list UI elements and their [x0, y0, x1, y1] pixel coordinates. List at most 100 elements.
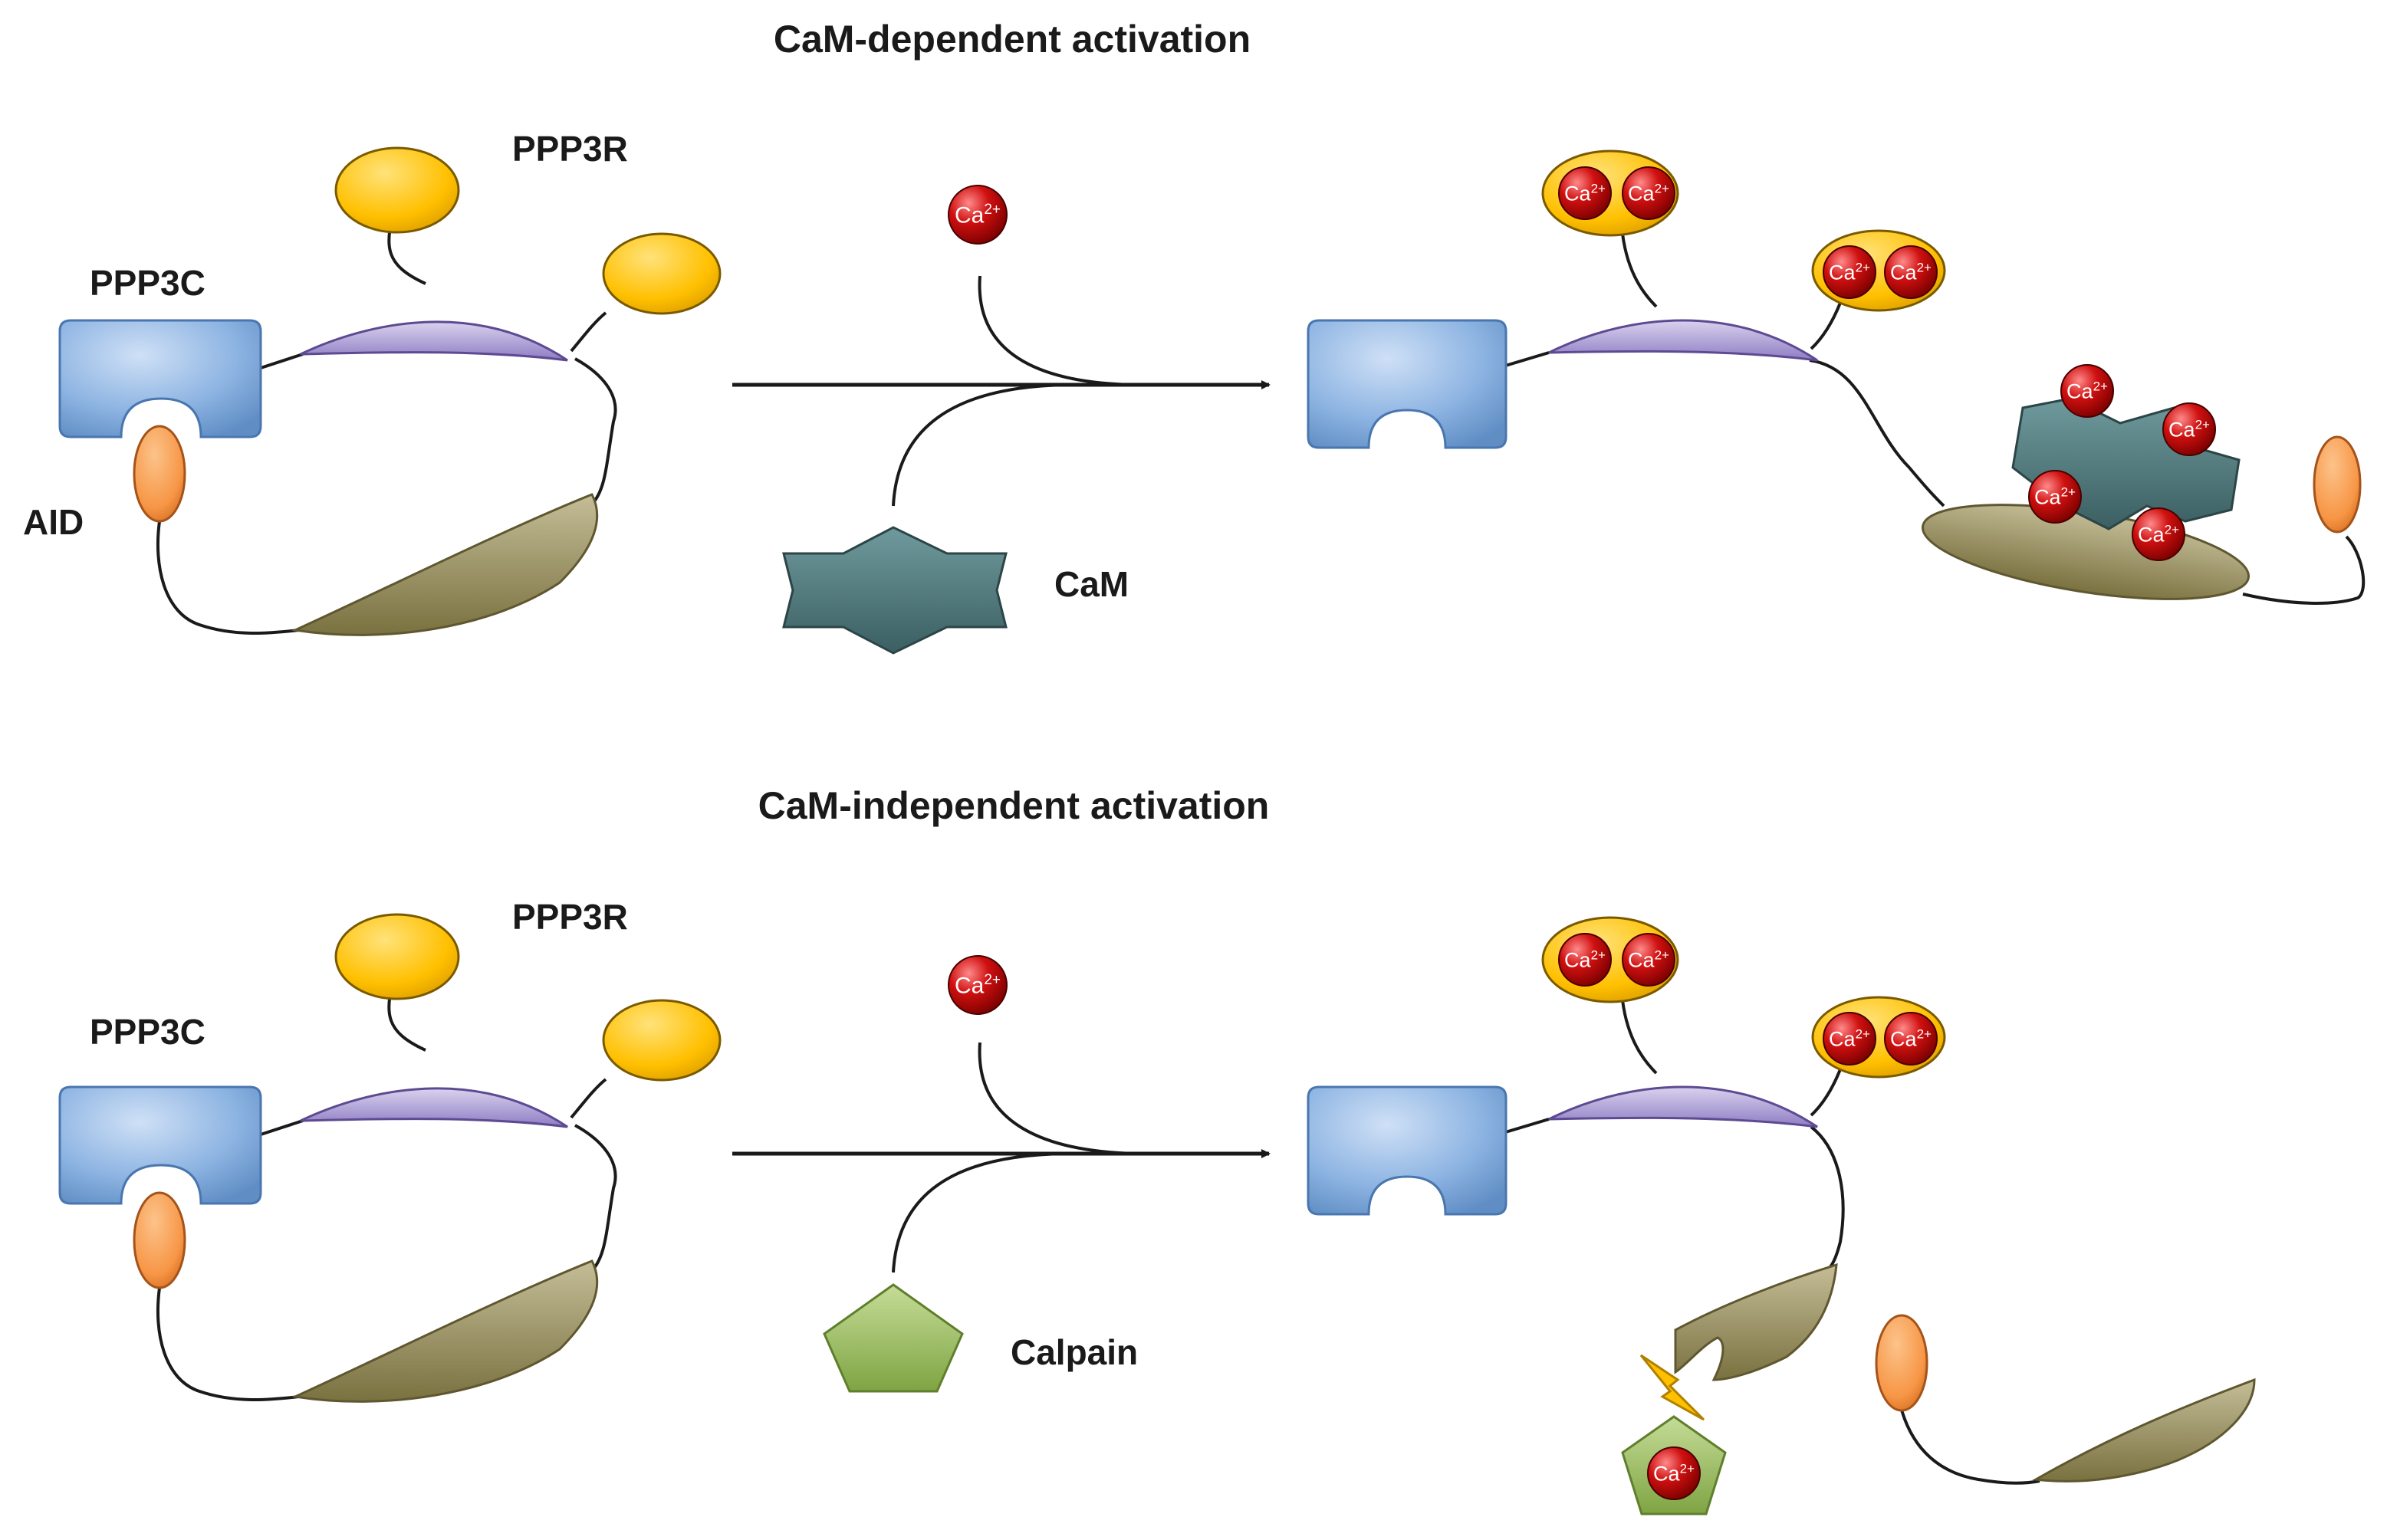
calcium-ion: Ca2+: [1884, 245, 1938, 299]
calcium-ion: Ca2+: [1558, 166, 1612, 220]
reaction-arrow: [732, 275, 1271, 507]
ppp3r-calcium-binding-lobe: [334, 913, 460, 1000]
calcium-input-curve: [978, 1042, 1136, 1155]
calcium-symbol: Ca: [955, 203, 985, 228]
calcium-label: Ca2+: [2138, 522, 2179, 546]
linker: [574, 1124, 617, 1274]
calcium-sphere: [2060, 364, 2114, 418]
calpain-icon: [823, 1283, 964, 1393]
calcium-charge: 2+: [1591, 181, 1606, 195]
ppp3r-calcium-binding-lobe: [334, 146, 460, 234]
calpain-label: Calpain: [1011, 1332, 1138, 1372]
ppp3c-catalytic-subunit: [58, 319, 262, 438]
calcium-sphere: [1558, 933, 1612, 987]
calcium-symbol: Ca: [2066, 380, 2093, 403]
calcium-sphere: [2162, 402, 2216, 456]
calcium-sphere: [2132, 507, 2185, 561]
panel-title: CaM-independent activation: [758, 784, 1270, 827]
aid-label: AID: [23, 502, 84, 542]
calcium-label: Ca2+: [1628, 947, 1669, 971]
cam-icon: [782, 526, 1008, 655]
calcium-label: Ca2+: [955, 972, 1001, 998]
calcium-ion: Ca2+: [948, 955, 1008, 1015]
linker: [1502, 351, 1550, 368]
linker: [574, 357, 617, 507]
linker: [570, 1078, 607, 1119]
aid-autoinhibitory-domain: [1875, 1314, 1928, 1412]
calcium-symbol: Ca: [1829, 261, 1856, 284]
panel-title: CaM-dependent activation: [774, 18, 1251, 61]
ppp3c-catalytic-subunit: [1307, 319, 1507, 449]
ppp3r-body: [300, 1087, 568, 1128]
calcium-charge: 2+: [984, 972, 1001, 988]
calcium-label: Ca2+: [2066, 379, 2108, 402]
calcium-charge: 2+: [1856, 1026, 1870, 1041]
aid-autoinhibitory-domain: [133, 425, 186, 523]
linker: [1809, 359, 1945, 507]
calcium-label: Ca2+: [1564, 181, 1606, 205]
calcium-charge: 2+: [2195, 417, 2210, 432]
calcium-sphere: [1884, 1012, 1938, 1066]
ppp3r-calcium-binding-lobe: [602, 232, 722, 315]
calcium-charge: 2+: [1655, 947, 1669, 962]
calcium-charge: 2+: [984, 202, 1001, 218]
linker: [260, 1119, 304, 1136]
calpain-reactant: Calpain: [823, 1283, 1138, 1393]
ppp3r-calcium-binding-lobe: [602, 999, 722, 1082]
active-calcineurin-complex: Ca2+ Ca2+ Ca2+ Ca2+ Ca2+ Ca2+ Ca2+ Ca2+: [1307, 149, 2366, 605]
aid-autoinhibitory-domain: [2313, 435, 2362, 534]
calcium-sphere: [1647, 1446, 1701, 1500]
calcium-label: Ca2+: [2034, 484, 2076, 508]
calcium-ion: Ca2+: [1884, 1012, 1938, 1066]
cam-reactant: CaM: [782, 526, 1129, 655]
calcium-ion: Ca2+: [1823, 1012, 1876, 1066]
ppp3r-body: [1548, 1085, 1818, 1128]
calcium-charge: 2+: [1917, 260, 1932, 274]
linker: [1620, 226, 1658, 308]
calcium-symbol: Ca: [2138, 524, 2165, 547]
linker: [260, 353, 304, 369]
calcium-charge: 2+: [1917, 1026, 1932, 1041]
calcium-ion: Ca2+: [1558, 933, 1612, 987]
calcium-label: Ca2+: [1564, 947, 1606, 971]
calcium-symbol: Ca: [1829, 1028, 1856, 1051]
calcium-symbol: Ca: [955, 974, 985, 999]
ppp3r-body: [300, 320, 568, 362]
cleavage-lightning-icon: [1639, 1354, 1705, 1421]
linker: [570, 311, 607, 353]
calcium-charge: 2+: [1856, 260, 1870, 274]
ppp3r-label: PPP3R: [512, 129, 628, 169]
linker: [1810, 302, 1842, 350]
ppp3c-c-terminal-domain: [291, 1259, 599, 1403]
calcium-charge: 2+: [1680, 1461, 1695, 1476]
linker: [156, 520, 300, 635]
aid-autoinhibitory-domain: [133, 1191, 186, 1289]
calcium-sphere: [1622, 933, 1675, 987]
calcium-symbol: Ca: [1628, 182, 1655, 205]
calcium-charge: 2+: [1655, 181, 1669, 195]
calcium-ion: Ca2+: [2028, 470, 2082, 524]
calcium-ion: Ca2+: [1647, 1446, 1701, 1500]
calcium-ion: Ca2+: [2060, 364, 2114, 418]
calcium-label: Ca2+: [1653, 1461, 1695, 1485]
panel-cam-dependent: CaM-dependent activation PPP3R PPP3C AID…: [23, 18, 2366, 655]
calcium-symbol: Ca: [1653, 1463, 1680, 1486]
calcium-label: Ca2+: [955, 202, 1001, 228]
calcium-label: Ca2+: [1890, 1026, 1932, 1050]
panel-cam-independent: CaM-independent activation PPP3R PPP3C C…: [58, 784, 2256, 1515]
linker: [2242, 535, 2366, 605]
calcium-charge: 2+: [2165, 522, 2179, 537]
linker: [1502, 1118, 1550, 1134]
calcium-ion: Ca2+: [2162, 402, 2216, 456]
calcium-input-curve: [978, 275, 1136, 386]
calcium-symbol: Ca: [1564, 949, 1591, 972]
inactive-calcineurin-complex: PPP3R PPP3C AID: [23, 129, 722, 636]
calpain-input-curve: [892, 1152, 1067, 1273]
calcium-label: Ca2+: [1628, 181, 1669, 205]
calcium-label: Ca2+: [1829, 1026, 1870, 1050]
calcium-symbol: Ca: [1564, 182, 1591, 205]
calcium-sphere: [1823, 245, 1876, 299]
ppp3c-c-terminal-domain: [291, 493, 599, 636]
ppp3c-label: PPP3C: [90, 263, 205, 303]
cam-label: CaM: [1054, 564, 1129, 604]
